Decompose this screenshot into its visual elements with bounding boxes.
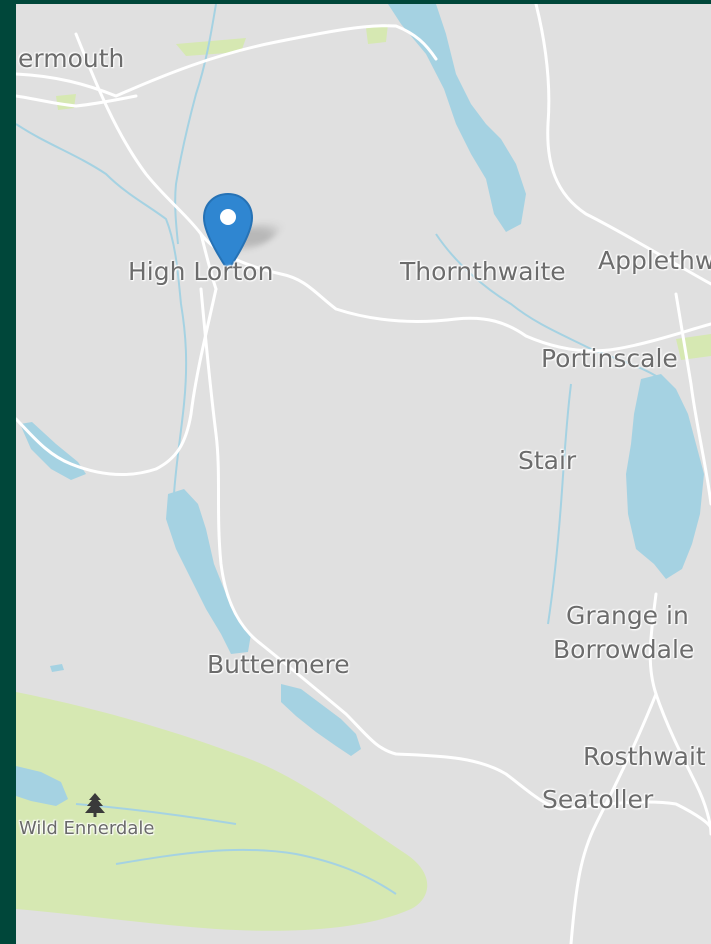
park-patch [176,38,246,56]
park-patch [366,24,388,44]
place-label-buttermere: Buttermere [207,650,350,679]
place-label-stair: Stair [518,446,577,475]
roads [16,4,711,944]
bassenthwaite-lake [388,4,526,232]
loweswater [20,422,86,480]
place-label-thornthwaite: Thornthwaite [400,257,566,286]
buttermere-lake [281,684,361,756]
map-canvas [16,4,711,944]
park-patch [56,94,76,110]
place-label-rosthwaite: Rosthwait [583,742,706,771]
ennerdale-forest-area [16,692,428,931]
place-label-grange-line1: Grange in [566,601,689,630]
derwentwater-lake [626,374,704,579]
place-label-grange-line2: Borrowdale [553,635,695,664]
ennerdale-water [16,766,68,806]
place-label-seatoller: Seatoller [542,785,654,814]
place-label-high-lorton: High Lorton [128,257,274,286]
place-label-cockermouth: ermouth [18,44,125,73]
place-label-wild-ennerdale: Wild Ennerdale [19,818,155,839]
place-label-portinscale: Portinscale [541,344,678,373]
crummock-water [166,489,251,654]
park-patch [676,334,711,360]
small-tarn [50,664,64,672]
map-pin-icon[interactable] [202,192,254,272]
map-view[interactable]: ermouth High Lorton Thornthwaite Appleth… [16,4,711,944]
place-label-applethwaite: Applethw [598,246,711,275]
tree-icon [84,792,106,818]
